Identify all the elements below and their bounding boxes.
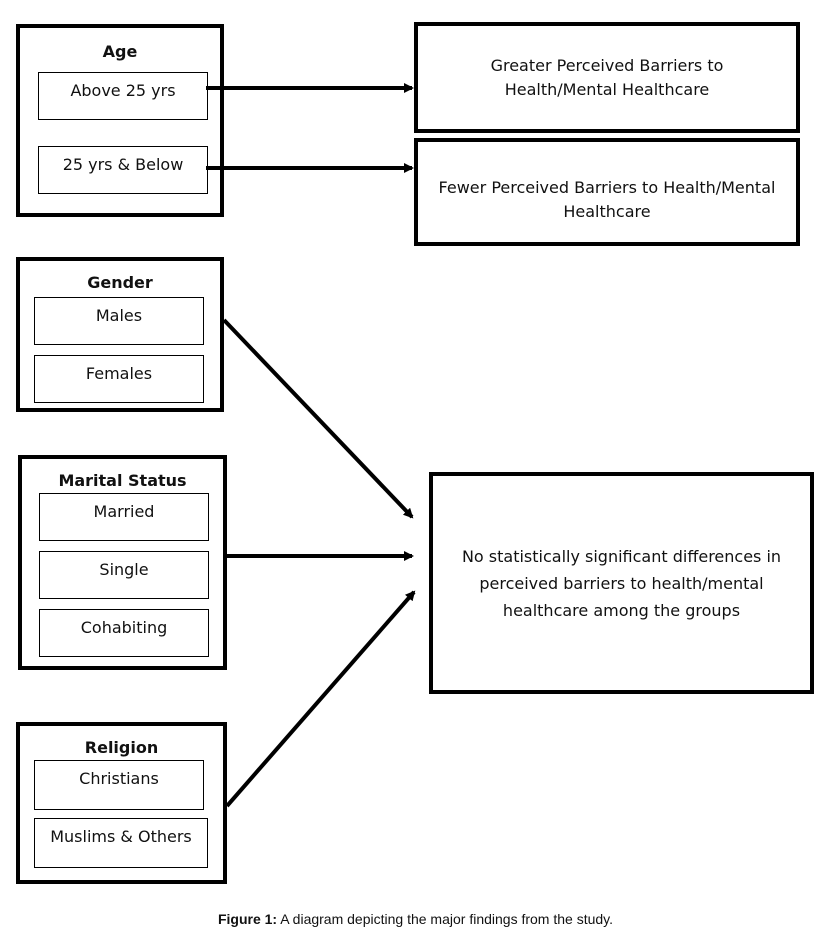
figure-caption-text: A diagram depicting the major findings f… <box>277 911 614 927</box>
no-difference-box: No statistically significant differences… <box>429 472 814 694</box>
age-25-and-below-item: 25 yrs & Below <box>38 146 208 194</box>
fewer-barriers-text: Fewer Perceived Barriers to Health/Menta… <box>439 176 776 224</box>
religion-christians-item: Christians <box>34 760 204 810</box>
figure-caption: Figure 1: A diagram depicting the major … <box>0 911 831 927</box>
marital-status-group-title: Marital Status <box>58 471 187 490</box>
no-difference-line-1: No statistically significant differences… <box>461 546 782 566</box>
age-above-25-item: Above 25 yrs <box>38 72 208 120</box>
marital-status-group-box: Marital Status Married Single Cohabiting <box>18 455 227 670</box>
age-group-title: Age <box>102 42 138 61</box>
greater-barriers-line-1: Greater Perceived Barriers to <box>490 55 724 75</box>
gender-group-box: Gender Males Females <box>16 257 224 412</box>
no-difference-text: No statistically significant differences… <box>462 543 781 624</box>
marital-married-item: Married <box>39 493 209 541</box>
greater-barriers-line-2: Health/Mental Healthcare <box>504 79 710 99</box>
fewer-barriers-line-2: Healthcare <box>563 202 651 221</box>
arrow-gender-to-no-difference <box>222 318 414 519</box>
religion-group-box: Religion Christians Muslims & Others <box>16 722 227 884</box>
gender-group-title: Gender <box>87 273 153 292</box>
greater-barriers-text: Greater Perceived Barriers to Health/Men… <box>491 54 724 102</box>
gender-males-item: Males <box>34 297 204 345</box>
fewer-barriers-box: Fewer Perceived Barriers to Health/Menta… <box>414 138 800 246</box>
marital-single-item: Single <box>39 551 209 599</box>
age-group-box: Age Above 25 yrs 25 yrs & Below <box>16 24 224 217</box>
religion-group-title: Religion <box>84 738 159 757</box>
gender-females-item: Females <box>34 355 204 403</box>
fewer-barriers-line-1: Fewer Perceived Barriers to Health/Menta… <box>438 178 776 197</box>
figure-caption-label: Figure 1: <box>217 911 278 927</box>
greater-barriers-box: Greater Perceived Barriers to Health/Men… <box>414 22 800 133</box>
no-difference-line-3: healthcare among the groups <box>502 600 741 620</box>
marital-cohabiting-item: Cohabiting <box>39 609 209 657</box>
no-difference-line-2: perceived barriers to health/mental <box>479 573 764 593</box>
religion-muslims-others-item: Muslims & Others <box>34 818 208 868</box>
arrow-religion-to-no-difference <box>225 590 416 808</box>
